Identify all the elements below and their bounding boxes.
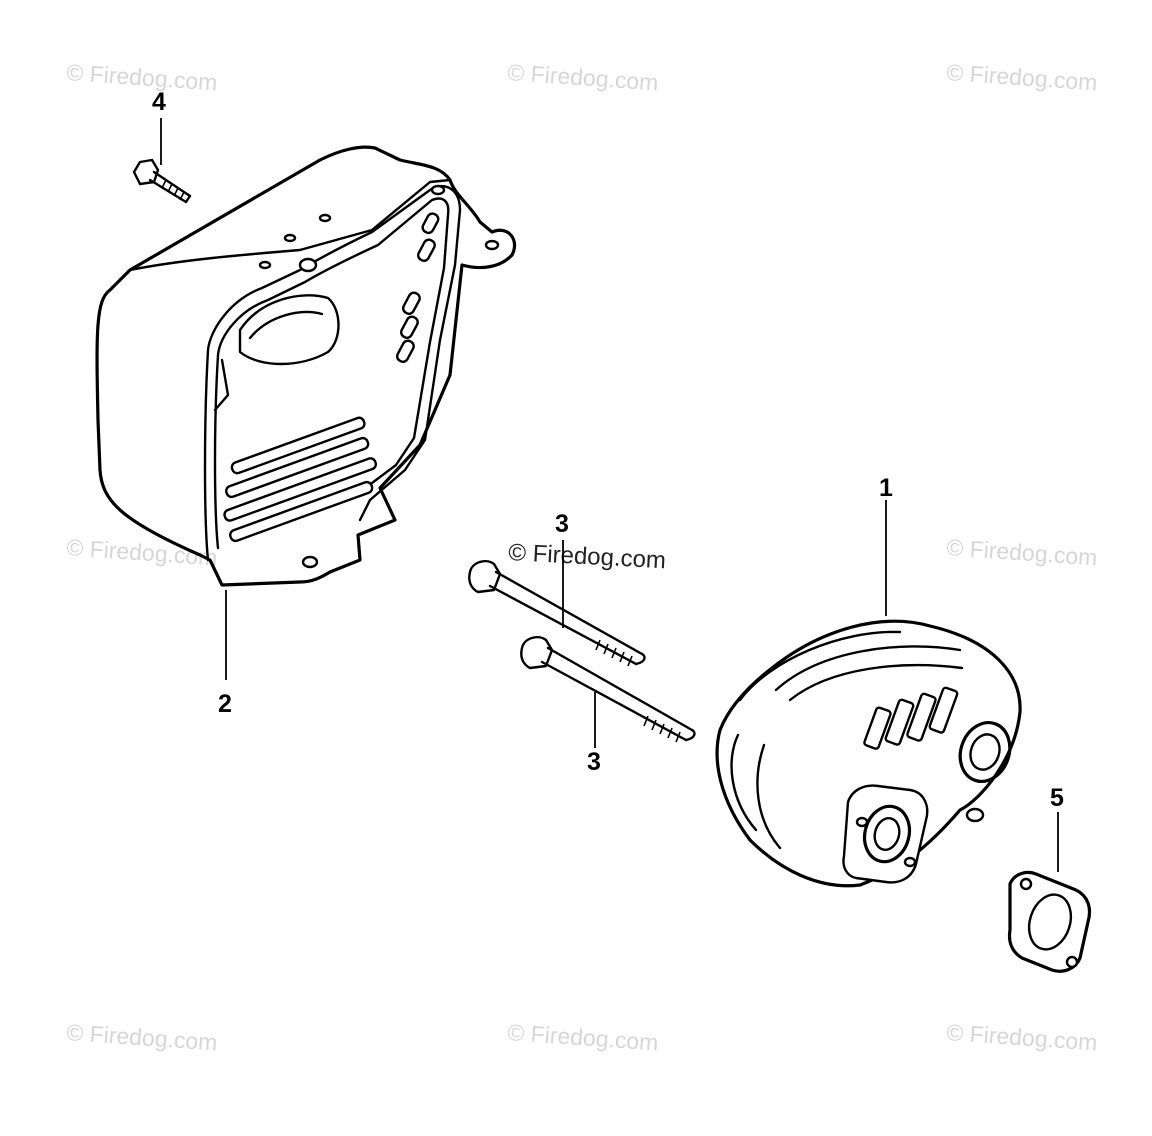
- watermark-center: © Firedog.com: [508, 539, 667, 574]
- watermark-bottom-right: © Firedog.com: [946, 1019, 1099, 1055]
- watermark-top-left: © Firedog.com: [66, 59, 219, 95]
- watermark-bottom-center: © Firedog.com: [507, 1019, 660, 1055]
- muffler-protector: [95, 145, 517, 587]
- gasket: [1007, 870, 1092, 973]
- bolt-long-lower: [520, 636, 696, 743]
- watermarks: © Firedog.com © Firedog.com © Firedog.co…: [66, 59, 1099, 1055]
- callout-part-3-lower: 3: [587, 748, 601, 776]
- watermark-top-center: © Firedog.com: [507, 59, 660, 95]
- bolt-small: [132, 158, 192, 204]
- leader-lines: [160, 118, 1059, 872]
- callout-part-4: 4: [152, 88, 166, 116]
- callout-part-5: 5: [1050, 784, 1064, 812]
- callout-part-1: 1: [879, 474, 893, 502]
- callouts: 4 2 3 3 1 5: [152, 88, 1064, 812]
- watermark-top-right: © Firedog.com: [946, 59, 1099, 95]
- muffler: [715, 619, 1022, 888]
- callout-part-3-upper: 3: [555, 510, 569, 538]
- bolt-long-upper: [468, 560, 646, 667]
- watermark-bottom-left: © Firedog.com: [66, 1019, 219, 1055]
- callout-part-2: 2: [218, 690, 232, 718]
- watermark-mid-right: © Firedog.com: [946, 534, 1099, 570]
